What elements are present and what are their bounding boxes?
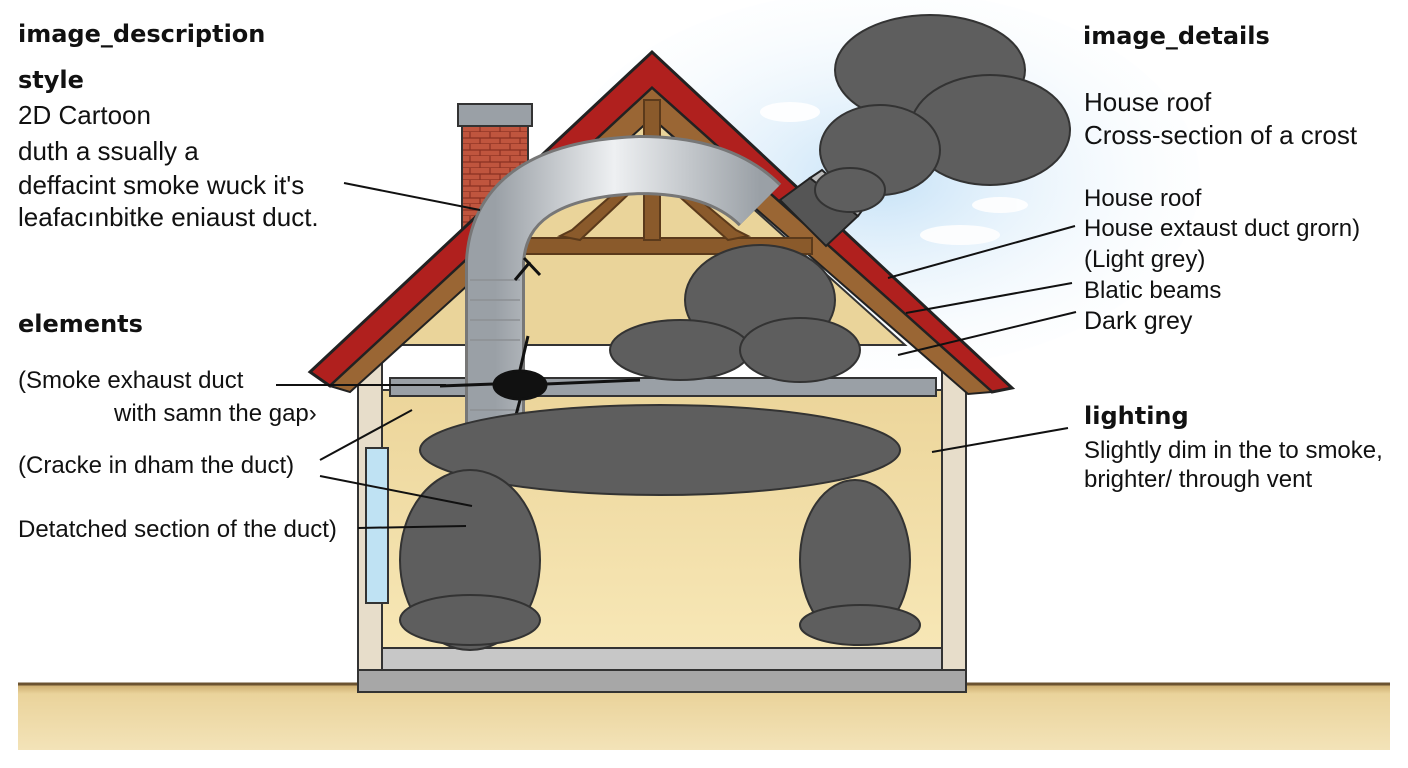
style-heading: style [18,66,84,94]
right-wall [941,344,967,671]
element-line-3: (Cracke in dham the duct) [18,452,295,479]
detail-line-1: House roof [1084,185,1202,212]
window [365,447,389,604]
element-line-1: (Smoke exhaust duct [18,367,244,394]
details-heading: image_details [1083,22,1270,50]
description-heading: image_description [18,20,266,48]
element-line-2: with samn the gap› [114,400,317,427]
lighting-line-1: Slightly dim in the to smoke, [1084,437,1383,464]
detail-line-2: House extaust duct grorn) [1084,215,1361,242]
leader-lines [276,182,1077,529]
elements-heading: elements [18,310,143,338]
lighting-line-2: brighter/ through vent [1084,466,1313,493]
foundation [357,667,967,693]
ground [18,684,1390,750]
smoke [399,14,1071,651]
style-line-1: 2D Cartoon [18,100,151,130]
style-line-2: duth a ssually a [18,136,199,166]
roof-line-1: House roof [1084,87,1212,117]
detail-line-4: Blatic beams [1084,277,1222,304]
style-line-4: leafacınbitke eniaust duct. [18,202,319,232]
clouds [760,102,1028,245]
detail-line-3: (Light grey) [1084,246,1206,273]
style-line-3: deffacint smoke wuck it's [18,170,305,200]
lighting-heading: lighting [1084,402,1189,430]
element-line-4: Detatched section of the duct) [18,516,337,543]
roof-line-2: Cross-section of a crost [1084,120,1358,150]
detail-line-5: Dark grey [1084,307,1193,335]
